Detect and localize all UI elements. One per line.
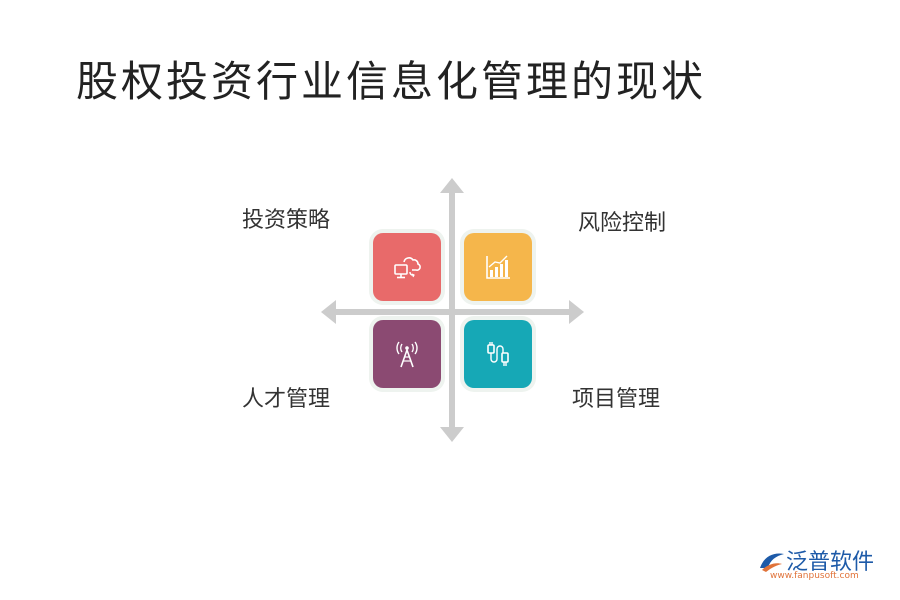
radio-tower-icon [396,341,418,368]
tile-risk-control [464,233,532,301]
brand-logo: 泛普软件 www.fanpusoft.com [758,544,888,592]
fanpu-logo-icon [760,553,784,572]
label-risk-control: 风险控制 [578,211,667,236]
cable-connector-icon [487,342,509,366]
cloud-sync-monitor-icon [394,257,421,279]
arrow-down-icon [440,427,464,442]
label-investment-strategy: 投资策略 [242,208,331,233]
logo-name: 泛普软件 [786,550,875,575]
page-title: 股权投资行业信息化管理的现状 [76,57,707,106]
bar-chart-icon [486,255,510,279]
label-talent-management: 人才管理 [242,387,331,412]
label-project-management: 项目管理 [572,387,661,412]
arrow-up-icon [440,178,464,193]
arrow-left-icon [321,300,336,324]
logo-url: www.fanpusoft.com [770,571,859,581]
horizontal-axis [334,309,570,315]
tile-talent-management [373,320,441,388]
tile-project-management [464,320,532,388]
tile-investment-strategy [373,233,441,301]
arrow-right-icon [569,300,584,324]
